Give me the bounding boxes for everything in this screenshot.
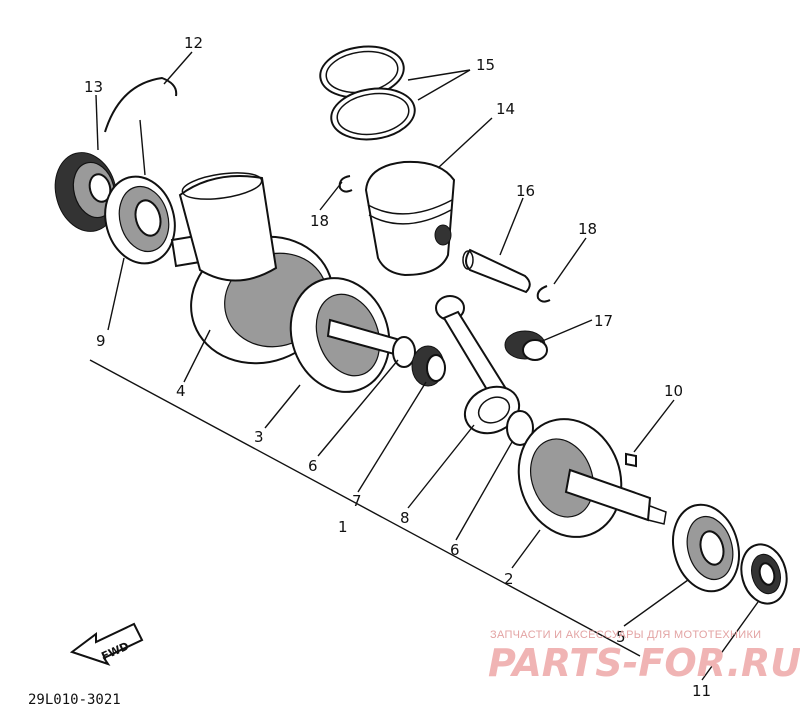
label-3: 3 [254, 428, 264, 446]
label-7: 7 [352, 492, 362, 510]
woodruff-key [625, 452, 637, 468]
bearing-left [104, 175, 176, 265]
label-5: 5 [616, 628, 626, 646]
label-14: 14 [496, 100, 515, 118]
label-10: 10 [664, 382, 683, 400]
watermark-brand: PARTS-FOR.RU [488, 641, 800, 685]
label-17: 17 [594, 312, 613, 330]
bearing-right [672, 503, 740, 593]
piston-pin [462, 248, 531, 294]
label-18a: 18 [310, 212, 329, 230]
assembly-bracket-line [89, 359, 641, 657]
label-8: 8 [400, 509, 410, 527]
label-2: 2 [504, 570, 514, 588]
watermark-tagline: ЗАПЧАСТИ И АКСЕССУАРЫ ДЛЯ МОТОТЕХНИКИ [490, 629, 761, 641]
washer-left [392, 336, 416, 368]
c-ring [104, 76, 178, 133]
small-end-bearing [504, 330, 548, 361]
label-12: 12 [184, 34, 203, 52]
label-11: 11 [692, 682, 711, 700]
label-15: 15 [476, 56, 495, 74]
connecting-rod [435, 295, 521, 435]
label-16: 16 [516, 182, 535, 200]
oil-seal-right [740, 543, 788, 605]
piston-rings [319, 45, 416, 141]
label-6b: 6 [450, 541, 460, 559]
label-13: 13 [84, 78, 103, 96]
leader-lines [95, 51, 759, 681]
label-18b: 18 [578, 220, 597, 238]
label-4: 4 [176, 382, 186, 400]
label-9: 9 [96, 332, 106, 350]
oil-seal-left [54, 152, 118, 232]
crank-web [289, 277, 402, 393]
circlip-right [536, 285, 551, 303]
label-6a: 6 [308, 457, 318, 475]
circlip-left [338, 175, 353, 193]
drawing-code: 29L010-3021 [28, 692, 121, 708]
fwd-arrow: FWD [69, 622, 144, 666]
washer-right [506, 410, 534, 446]
label-1: 1 [338, 518, 348, 536]
big-end-bearing [411, 345, 446, 387]
crank-half-right [517, 418, 667, 538]
piston [364, 160, 456, 277]
